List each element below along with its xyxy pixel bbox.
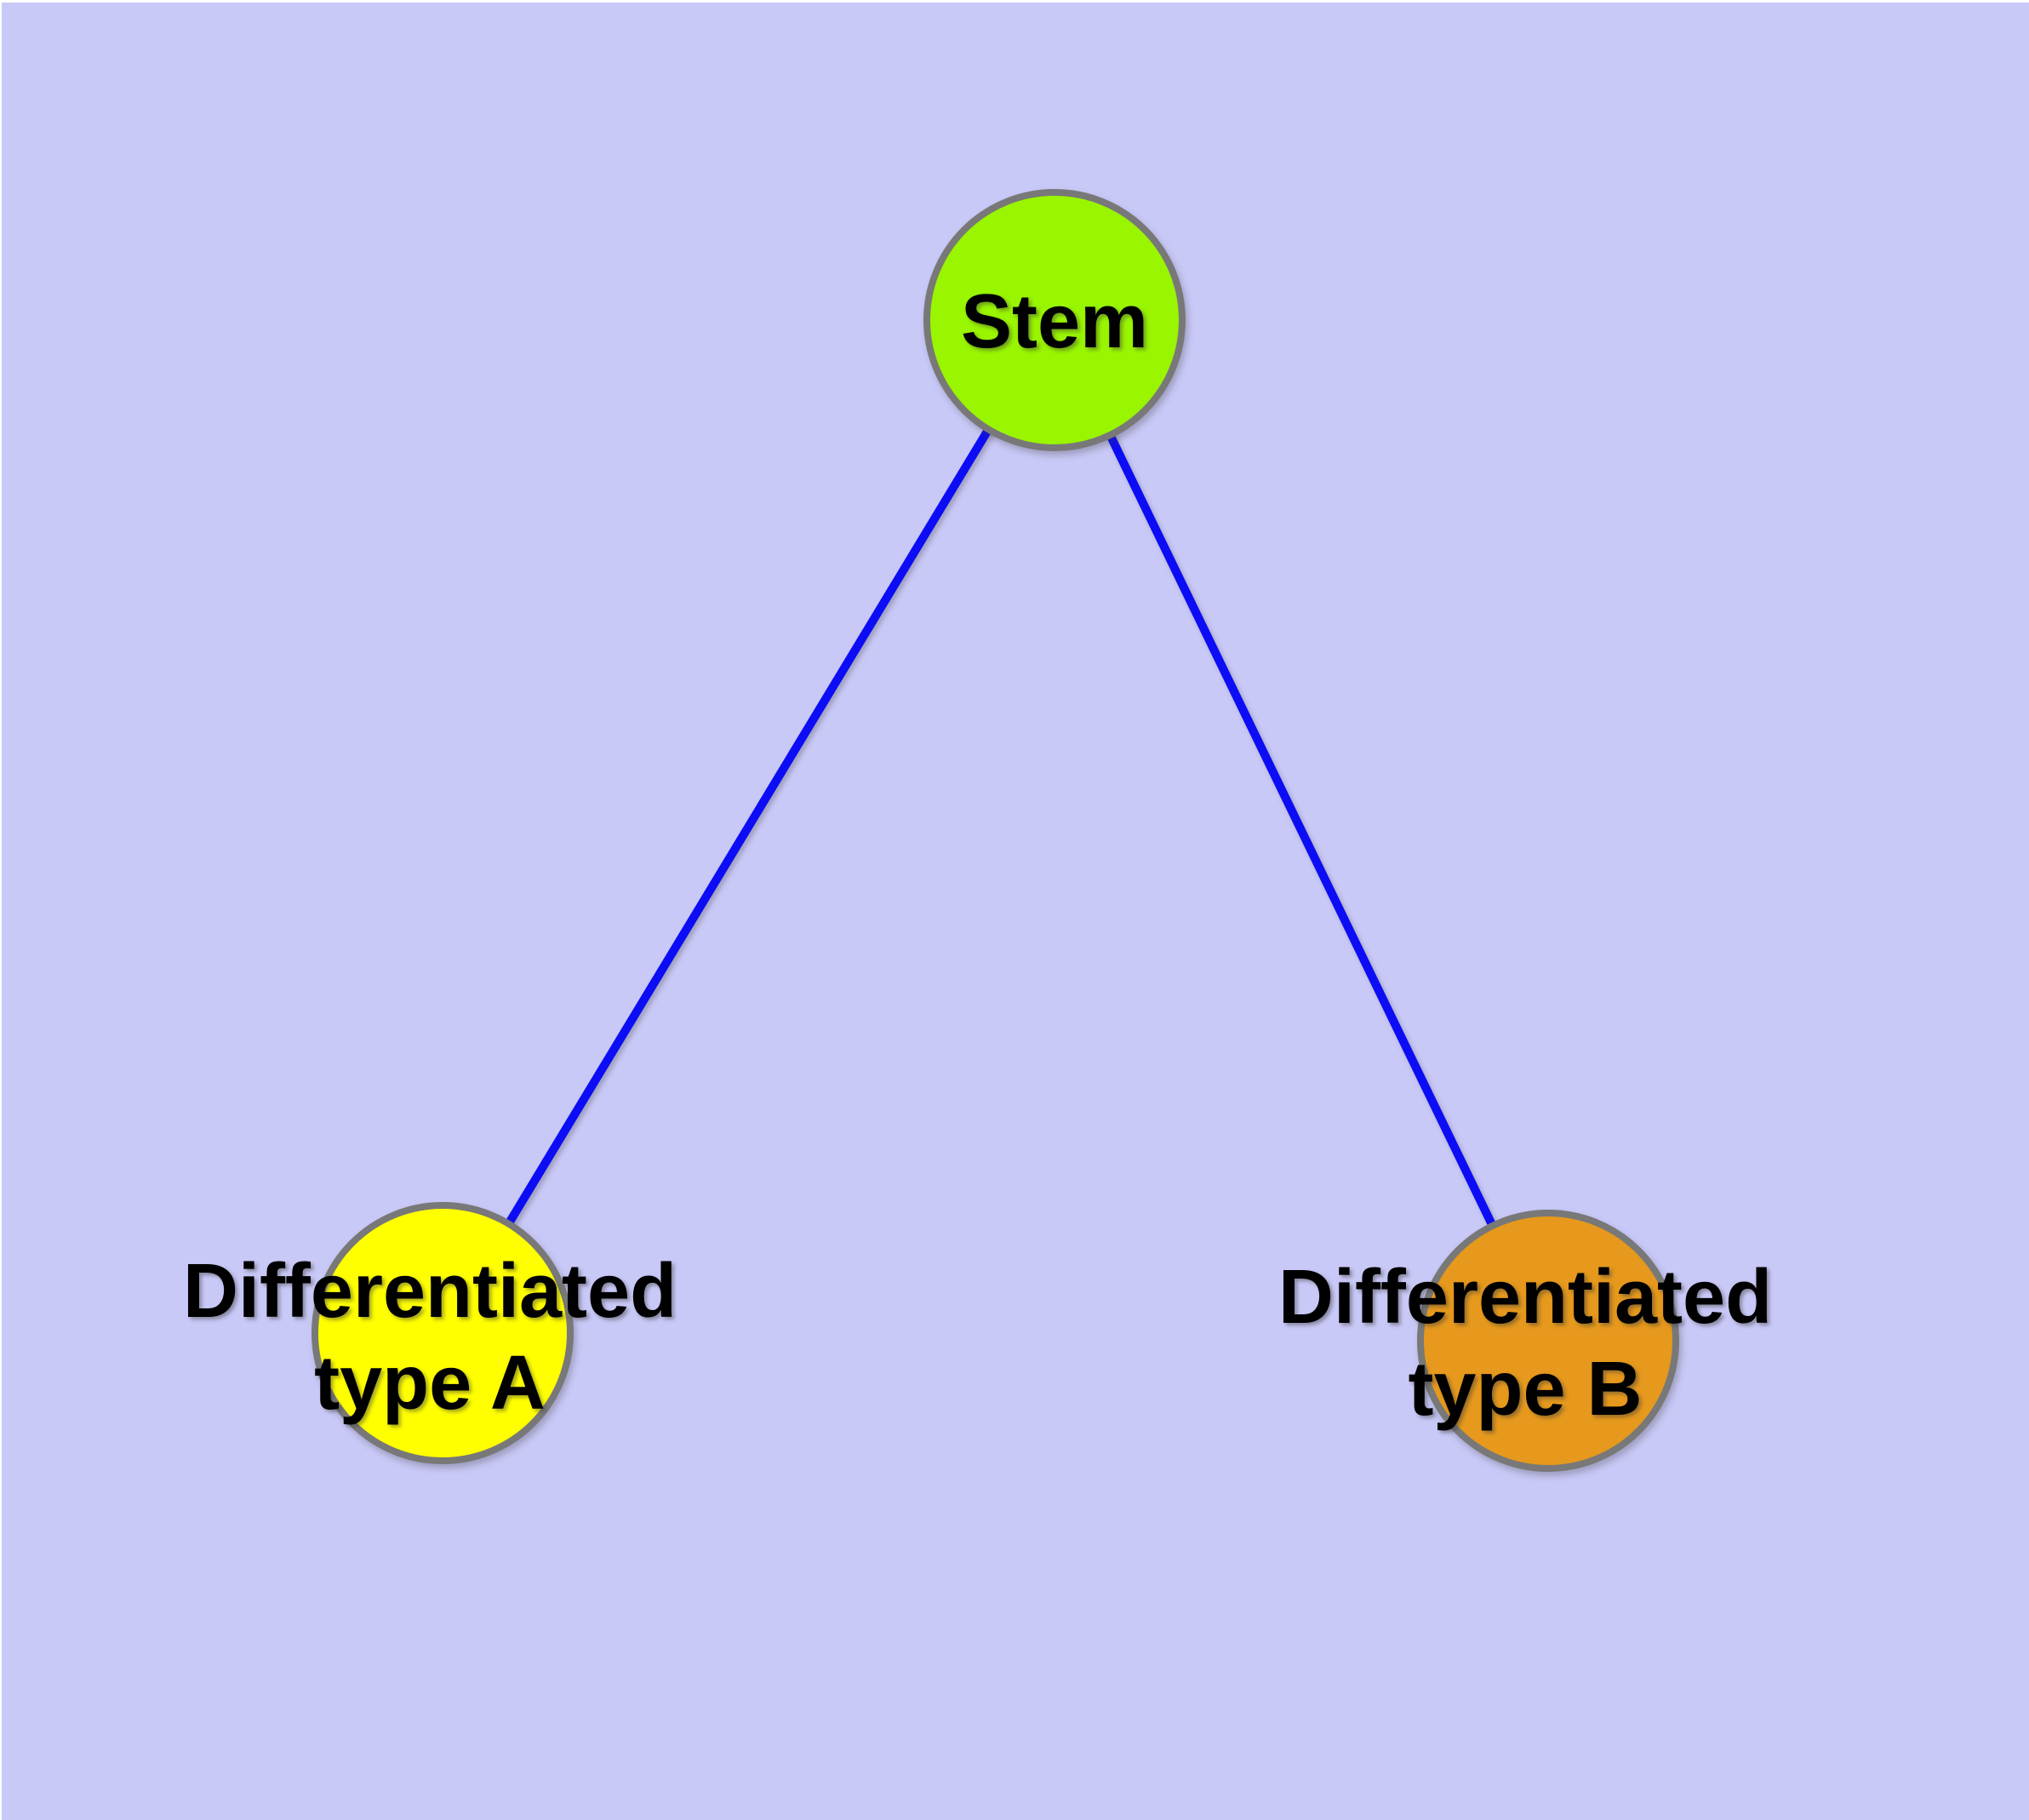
node-stem-circle [923,189,1186,451]
node-type-b-label-line1: Differentiated [1277,1255,1773,1340]
node-type-a-label-line2: type A [314,1341,546,1426]
edge-stem-to-type-a [438,318,1059,1336]
node-stem-label-text: Stem [960,279,1149,364]
graph-svg [311,189,1679,1472]
diagram-canvas: Stem Differentiated type A Differentiate… [2,3,2029,1820]
node-type-a-label-line1: Differentiated [182,1249,677,1334]
node-type-a-label: Differentiated type A [183,1245,677,1429]
node-stem-label: Stem [961,276,1148,368]
node-type-b-label: Differentiated type B [1278,1251,1772,1435]
node-type-b-circle [1417,1210,1679,1472]
edge-stem-to-type-b [1050,318,1552,1343]
node-type-a-circle [311,1202,574,1464]
node-type-b-label-line2: type B [1408,1347,1643,1432]
